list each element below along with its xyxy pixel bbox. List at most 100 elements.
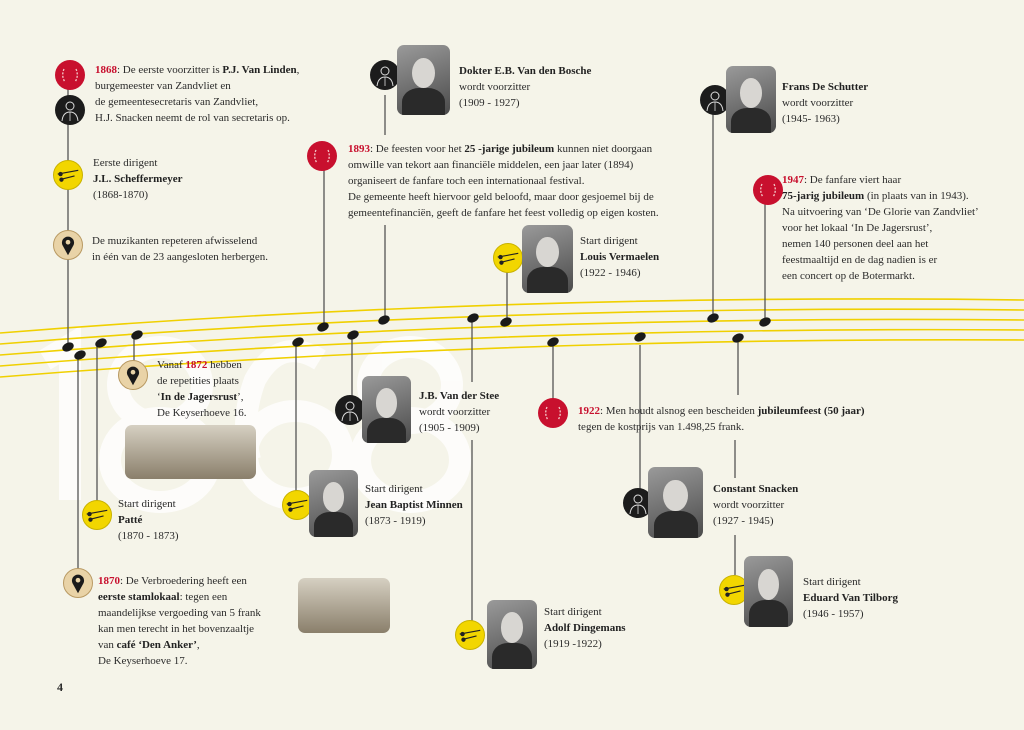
entry-line: wordt voorzitter [459,79,591,95]
bold-text: 25 -jarige jubileum [464,143,555,155]
entry-line: een concert op de Botermarkt. [782,268,979,284]
location-pin-icon [63,568,93,598]
entry-1868: 1868: De eerste voorzitter is P.J. Van L… [95,62,299,126]
entry-line: Start dirigent [803,574,898,590]
text: , [196,639,200,651]
text: Start dirigent [365,483,423,495]
year-highlight: 1868 [95,64,117,76]
entry-line: J.B. Van der Stee [419,388,499,404]
suit [653,511,698,538]
entry-line: (1873 - 1919) [365,513,463,529]
text: : De fanfare viert haar [804,174,902,186]
face [740,78,762,108]
portrait-van-den-bosche [397,45,450,115]
face [411,57,436,89]
bold-text: jubileumfeest (50 jaar) [757,405,865,417]
staff-line [0,328,1024,367]
text: tegen de kostprijs van 1.498,25 frank. [578,421,745,433]
note-head [74,350,86,360]
text: : De feesten voor het [370,143,465,155]
entry-line: Louis Vermaelen [580,249,659,265]
entry-line: (1868-1870) [93,187,183,203]
note-head [732,333,744,343]
entry-1922: 1922: Men houdt alsnog een bescheiden ju… [578,403,865,435]
face [375,388,398,418]
text: omwille van tekort aan financiële middel… [348,159,634,171]
suit [366,417,407,443]
face [536,237,559,268]
text: Start dirigent [118,498,176,510]
portrait-de-schutter [726,66,776,133]
conductor-icon [493,243,523,273]
president-icon [335,395,365,425]
entry-line: 1870: De Verbroedering heeft een [98,573,261,589]
bold-text: café ‘Den Anker’ [116,639,197,651]
entry-line: kan men terecht in het bovenzaaltje [98,621,261,637]
text: ‘ [157,391,161,403]
entry-line: Eduard Van Tilborg [803,590,898,606]
entry-line: ‘In de Jagersrust’, [157,389,247,405]
entry-line: (1905 - 1909) [419,420,499,436]
suit [527,267,568,293]
note-head [317,322,329,332]
text: ’, [237,391,244,403]
entry-line: (1870 - 1873) [118,528,179,544]
entry-line: Eerste dirigent [93,155,183,171]
text: nemen 140 personen deel aan het [782,238,929,250]
entry-line: (1946 - 1957) [803,606,898,622]
entry-line: gemeentefinanciën, geeft de fanfare het … [348,205,659,221]
entry-line: 1868: De eerste voorzitter is P.J. Van L… [95,62,299,78]
conductor-icon [455,620,485,650]
note-head [378,315,390,325]
bold-text: In de Jagersrust [160,391,238,403]
text: : De Verbroedering heeft een [120,575,247,587]
text: (1922 - 1946) [580,267,641,279]
text: (1919 -1922) [544,638,602,650]
president-icon [55,95,85,125]
entry-line: organiseert de fanfare toch een internat… [348,173,659,189]
suit [492,642,532,669]
text: wordt voorzitter [782,97,854,109]
conductor-icon [82,500,112,530]
text: De Keyserhoeve 17. [98,655,188,667]
text: : tegen een [179,591,228,603]
entry-line: (1922 - 1946) [580,265,659,281]
text: : Men houdt alsnog een bescheiden [600,405,758,417]
entry-line: Start dirigent [580,233,659,249]
entry-line: (1945- 1963) [782,111,868,127]
text: van [98,639,117,651]
entry-line: De muzikanten repeteren afwisselend [92,233,268,249]
face [757,568,780,600]
entry-line: wordt voorzitter [782,95,868,111]
bold-text: P.J. Van Linden [222,64,297,76]
text: kan men terecht in het bovenzaaltje [98,623,255,635]
staff-line [0,338,1024,378]
bold-text: J.B. Van der Stee [419,390,500,402]
text: Vanaf [157,359,186,371]
photo-cafe-den-anker [298,578,390,633]
entry-line: Patté [118,512,179,528]
entry-line: Vanaf 1872 hebben [157,357,247,373]
suit [313,511,354,537]
staff-line [0,308,1024,345]
text: H.J. Snacken neemt de rol van secretaris… [95,112,290,124]
text: Na uitvoering van ‘De Glorie van Zandvli… [782,206,979,218]
location-pin-icon [53,230,83,260]
suit [402,88,445,115]
entry-line: nemen 140 personen deel aan het [782,236,979,252]
bold-text: Eduard Van Tilborg [803,592,898,604]
portrait-dingemans [487,600,537,669]
entry-line: 1922: Men houdt alsnog een bescheiden ju… [578,403,865,419]
entry-line: De Keyserhoeve 17. [98,653,261,669]
bold-text: Jean Baptist Minnen [365,499,463,511]
note-head [707,313,719,323]
note-head [347,330,359,340]
note-head [500,317,512,327]
